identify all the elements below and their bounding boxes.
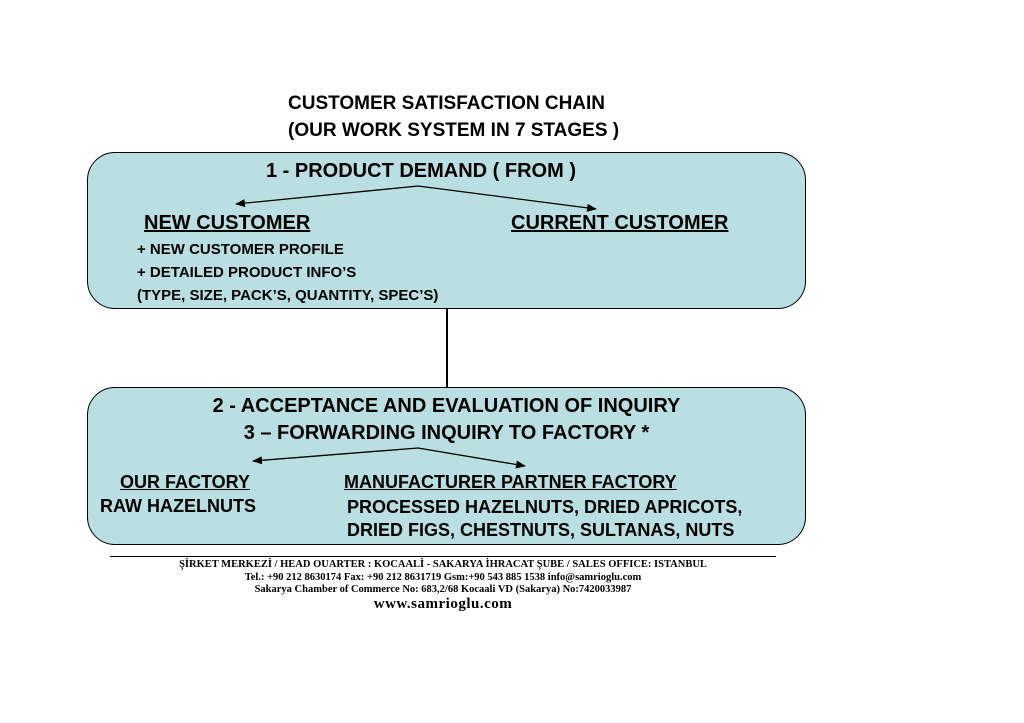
stage1-heading: 1 - PRODUCT DEMAND ( FROM ): [266, 160, 576, 182]
stage2-box: [87, 387, 806, 545]
footer-website: www.samrioglu.com: [373, 596, 513, 612]
processed-products: PROCESSED HAZELNUTS, DRIED APRICOTS, DRI…: [347, 496, 742, 542]
footer-registration: Sakarya Chamber of Commerce No: 683,2/68…: [254, 584, 632, 595]
raw-hazelnuts-label: RAW HAZELNUTS: [100, 496, 256, 516]
stage2-heading-line-2: 3 – FORWARDING INQUIRY TO FACTORY *: [243, 422, 650, 444]
partner-factory-label: MANUFACTURER PARTNER FACTORY: [344, 472, 677, 492]
detail-specs: (TYPE, SIZE, PACK’S, QUANTITY, SPEC’S): [137, 287, 439, 304]
our-factory-label: OUR FACTORY: [120, 472, 251, 492]
stage2-heading-line-1: 2 - ACCEPTANCE AND EVALUATION OF INQUIRY: [212, 395, 681, 417]
footer-rule-top: [110, 556, 776, 557]
letterhead-footer: ŞİRKET MERKEZİ / HEAD OUARTER : KOCAALİ …: [110, 552, 776, 614]
footer-contact: Tel.: +90 212 8630174 Fax: +90 212 86317…: [244, 572, 642, 583]
processed-line-1: PROCESSED HAZELNUTS, DRIED APRICOTS,: [347, 497, 743, 517]
processed-line-2: DRIED FIGS, CHESTNUTS, SULTANAS, NUTS: [347, 520, 735, 540]
stage2-heading: 2 - ACCEPTANCE AND EVALUATION OF INQUIRY…: [87, 393, 806, 447]
arrow-to-current-customer: [417, 185, 597, 212]
arrow-to-our-factory: [252, 447, 419, 465]
detail-profile: + NEW CUSTOMER PROFILE: [137, 241, 344, 258]
arrow-to-new-customer: [235, 185, 419, 208]
stage1-box: [87, 152, 806, 309]
chart-title: CUSTOMER SATISFACTION CHAIN (OUR WORK SY…: [288, 90, 619, 144]
detail-product-info: + DETAILED PRODUCT INFO’S: [137, 264, 357, 281]
title-line-2: (OUR WORK SYSTEM IN 7 STAGES ): [288, 120, 620, 141]
footer-address: ŞİRKET MERKEZİ / HEAD OUARTER : KOCAALİ …: [179, 559, 707, 570]
new-customer-details: + NEW CUSTOMER PROFILE + DETAILED PRODUC…: [137, 238, 438, 307]
new-customer-label: NEW CUSTOMER: [144, 212, 311, 234]
title-line-1: CUSTOMER SATISFACTION CHAIN: [288, 93, 606, 114]
arrow-to-partner-factory: [417, 447, 526, 469]
current-customer-label: CURRENT CUSTOMER: [511, 212, 729, 234]
